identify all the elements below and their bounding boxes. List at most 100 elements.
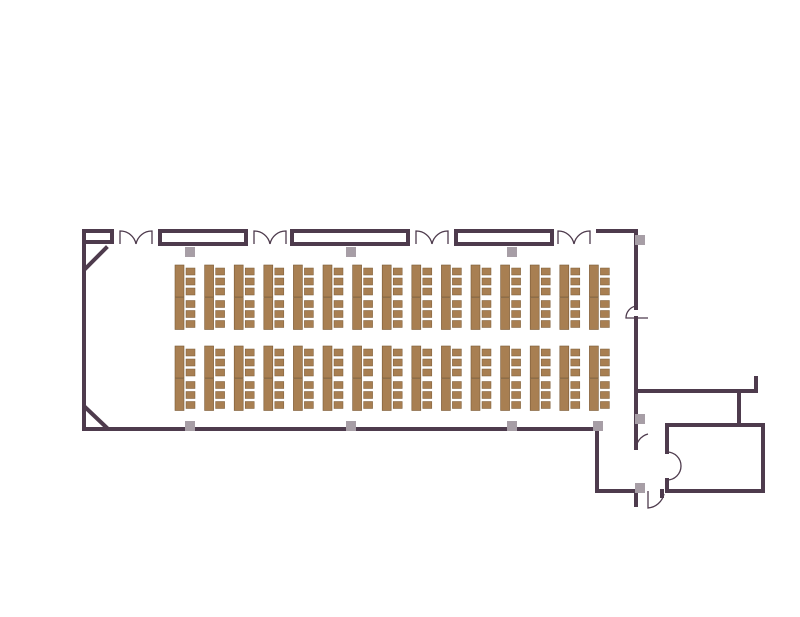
chair-icon xyxy=(600,287,610,296)
chair-icon xyxy=(570,320,581,328)
table-icon xyxy=(204,264,214,298)
chair-icon xyxy=(600,391,610,399)
chair-icon xyxy=(363,358,373,367)
chair-icon xyxy=(244,348,255,357)
corner-brace xyxy=(83,405,109,430)
chair-icon xyxy=(422,358,433,367)
chair-icon xyxy=(274,267,285,276)
chair-icon xyxy=(274,381,285,389)
chair-icon xyxy=(304,320,314,328)
chair-icon xyxy=(392,287,403,296)
chair-icon xyxy=(481,368,492,377)
table-icon xyxy=(263,297,274,330)
table-icon xyxy=(470,264,481,298)
chair-icon xyxy=(511,381,521,389)
table-icon xyxy=(411,378,422,411)
door-swing-icon xyxy=(666,451,682,481)
chair-icon xyxy=(392,348,403,357)
chair-icon xyxy=(185,277,196,286)
chair-icon xyxy=(274,368,285,377)
chair-icon xyxy=(274,277,285,286)
chair-icon xyxy=(304,267,314,276)
table-icon xyxy=(411,345,422,379)
chair-icon xyxy=(422,300,433,308)
chair-icon xyxy=(304,348,314,357)
chair-icon xyxy=(185,381,196,389)
table-icon xyxy=(559,378,570,411)
chair-icon xyxy=(570,300,581,308)
table-icon xyxy=(381,264,392,298)
chair-icon xyxy=(333,391,344,399)
pillar-icon xyxy=(635,483,645,493)
chair-icon xyxy=(363,267,373,276)
chair-icon xyxy=(452,300,462,308)
chair-icon xyxy=(511,300,521,308)
door-swing-icon xyxy=(635,433,649,451)
pillar-icon xyxy=(185,421,195,431)
table-icon xyxy=(500,264,510,298)
wall-segment xyxy=(665,423,765,493)
chair-icon xyxy=(422,320,433,328)
door-swing-icon xyxy=(625,305,648,319)
chair-icon xyxy=(540,401,551,409)
chair-icon xyxy=(363,277,373,286)
chair-icon xyxy=(304,381,314,389)
chair-icon xyxy=(570,267,581,276)
chair-icon xyxy=(333,381,344,389)
door-swing-icon xyxy=(269,230,287,245)
chair-icon xyxy=(304,287,314,296)
chair-icon xyxy=(274,358,285,367)
table-icon xyxy=(322,264,333,298)
chair-icon xyxy=(215,287,225,296)
chair-icon xyxy=(333,320,344,328)
chair-icon xyxy=(600,401,610,409)
pillars-group xyxy=(185,235,645,493)
chair-icon xyxy=(452,267,462,276)
chair-icon xyxy=(363,391,373,399)
wall-segment xyxy=(158,229,248,246)
chair-icon xyxy=(540,320,551,328)
chair-icon xyxy=(600,381,610,389)
wall-segment xyxy=(290,229,410,246)
chair-icon xyxy=(333,358,344,367)
table-icon xyxy=(470,378,481,411)
chair-icon xyxy=(422,267,433,276)
chair-icon xyxy=(511,310,521,318)
wall-segment xyxy=(596,229,638,310)
chair-icon xyxy=(452,358,462,367)
chair-icon xyxy=(540,391,551,399)
chair-icon xyxy=(540,358,551,367)
table-icon xyxy=(263,264,274,298)
chair-icon xyxy=(570,310,581,318)
table-icon xyxy=(500,378,510,411)
table-icon xyxy=(322,297,333,330)
chair-icon xyxy=(540,381,551,389)
chair-icon xyxy=(185,300,196,308)
door-swing-icon xyxy=(253,230,271,245)
chair-icon xyxy=(600,277,610,286)
chair-icon xyxy=(185,401,196,409)
chair-icon xyxy=(363,310,373,318)
chair-icon xyxy=(481,310,492,318)
table-icon xyxy=(441,297,451,330)
chair-icon xyxy=(540,287,551,296)
chair-icon xyxy=(422,287,433,296)
chair-icon xyxy=(600,320,610,328)
table-icon xyxy=(293,297,303,330)
chair-icon xyxy=(452,391,462,399)
chair-icon xyxy=(540,310,551,318)
chair-icon xyxy=(570,391,581,399)
chair-icon xyxy=(363,348,373,357)
chair-icon xyxy=(333,368,344,377)
chair-icon xyxy=(511,391,521,399)
chair-icon xyxy=(570,348,581,357)
chair-icon xyxy=(570,368,581,377)
door-swing-icon xyxy=(557,230,575,245)
pillar-icon xyxy=(185,247,195,257)
chair-icon xyxy=(540,277,551,286)
chair-icon xyxy=(600,310,610,318)
chair-icon xyxy=(392,277,403,286)
chair-icon xyxy=(244,310,255,318)
chair-icon xyxy=(185,320,196,328)
chair-icon xyxy=(274,348,285,357)
